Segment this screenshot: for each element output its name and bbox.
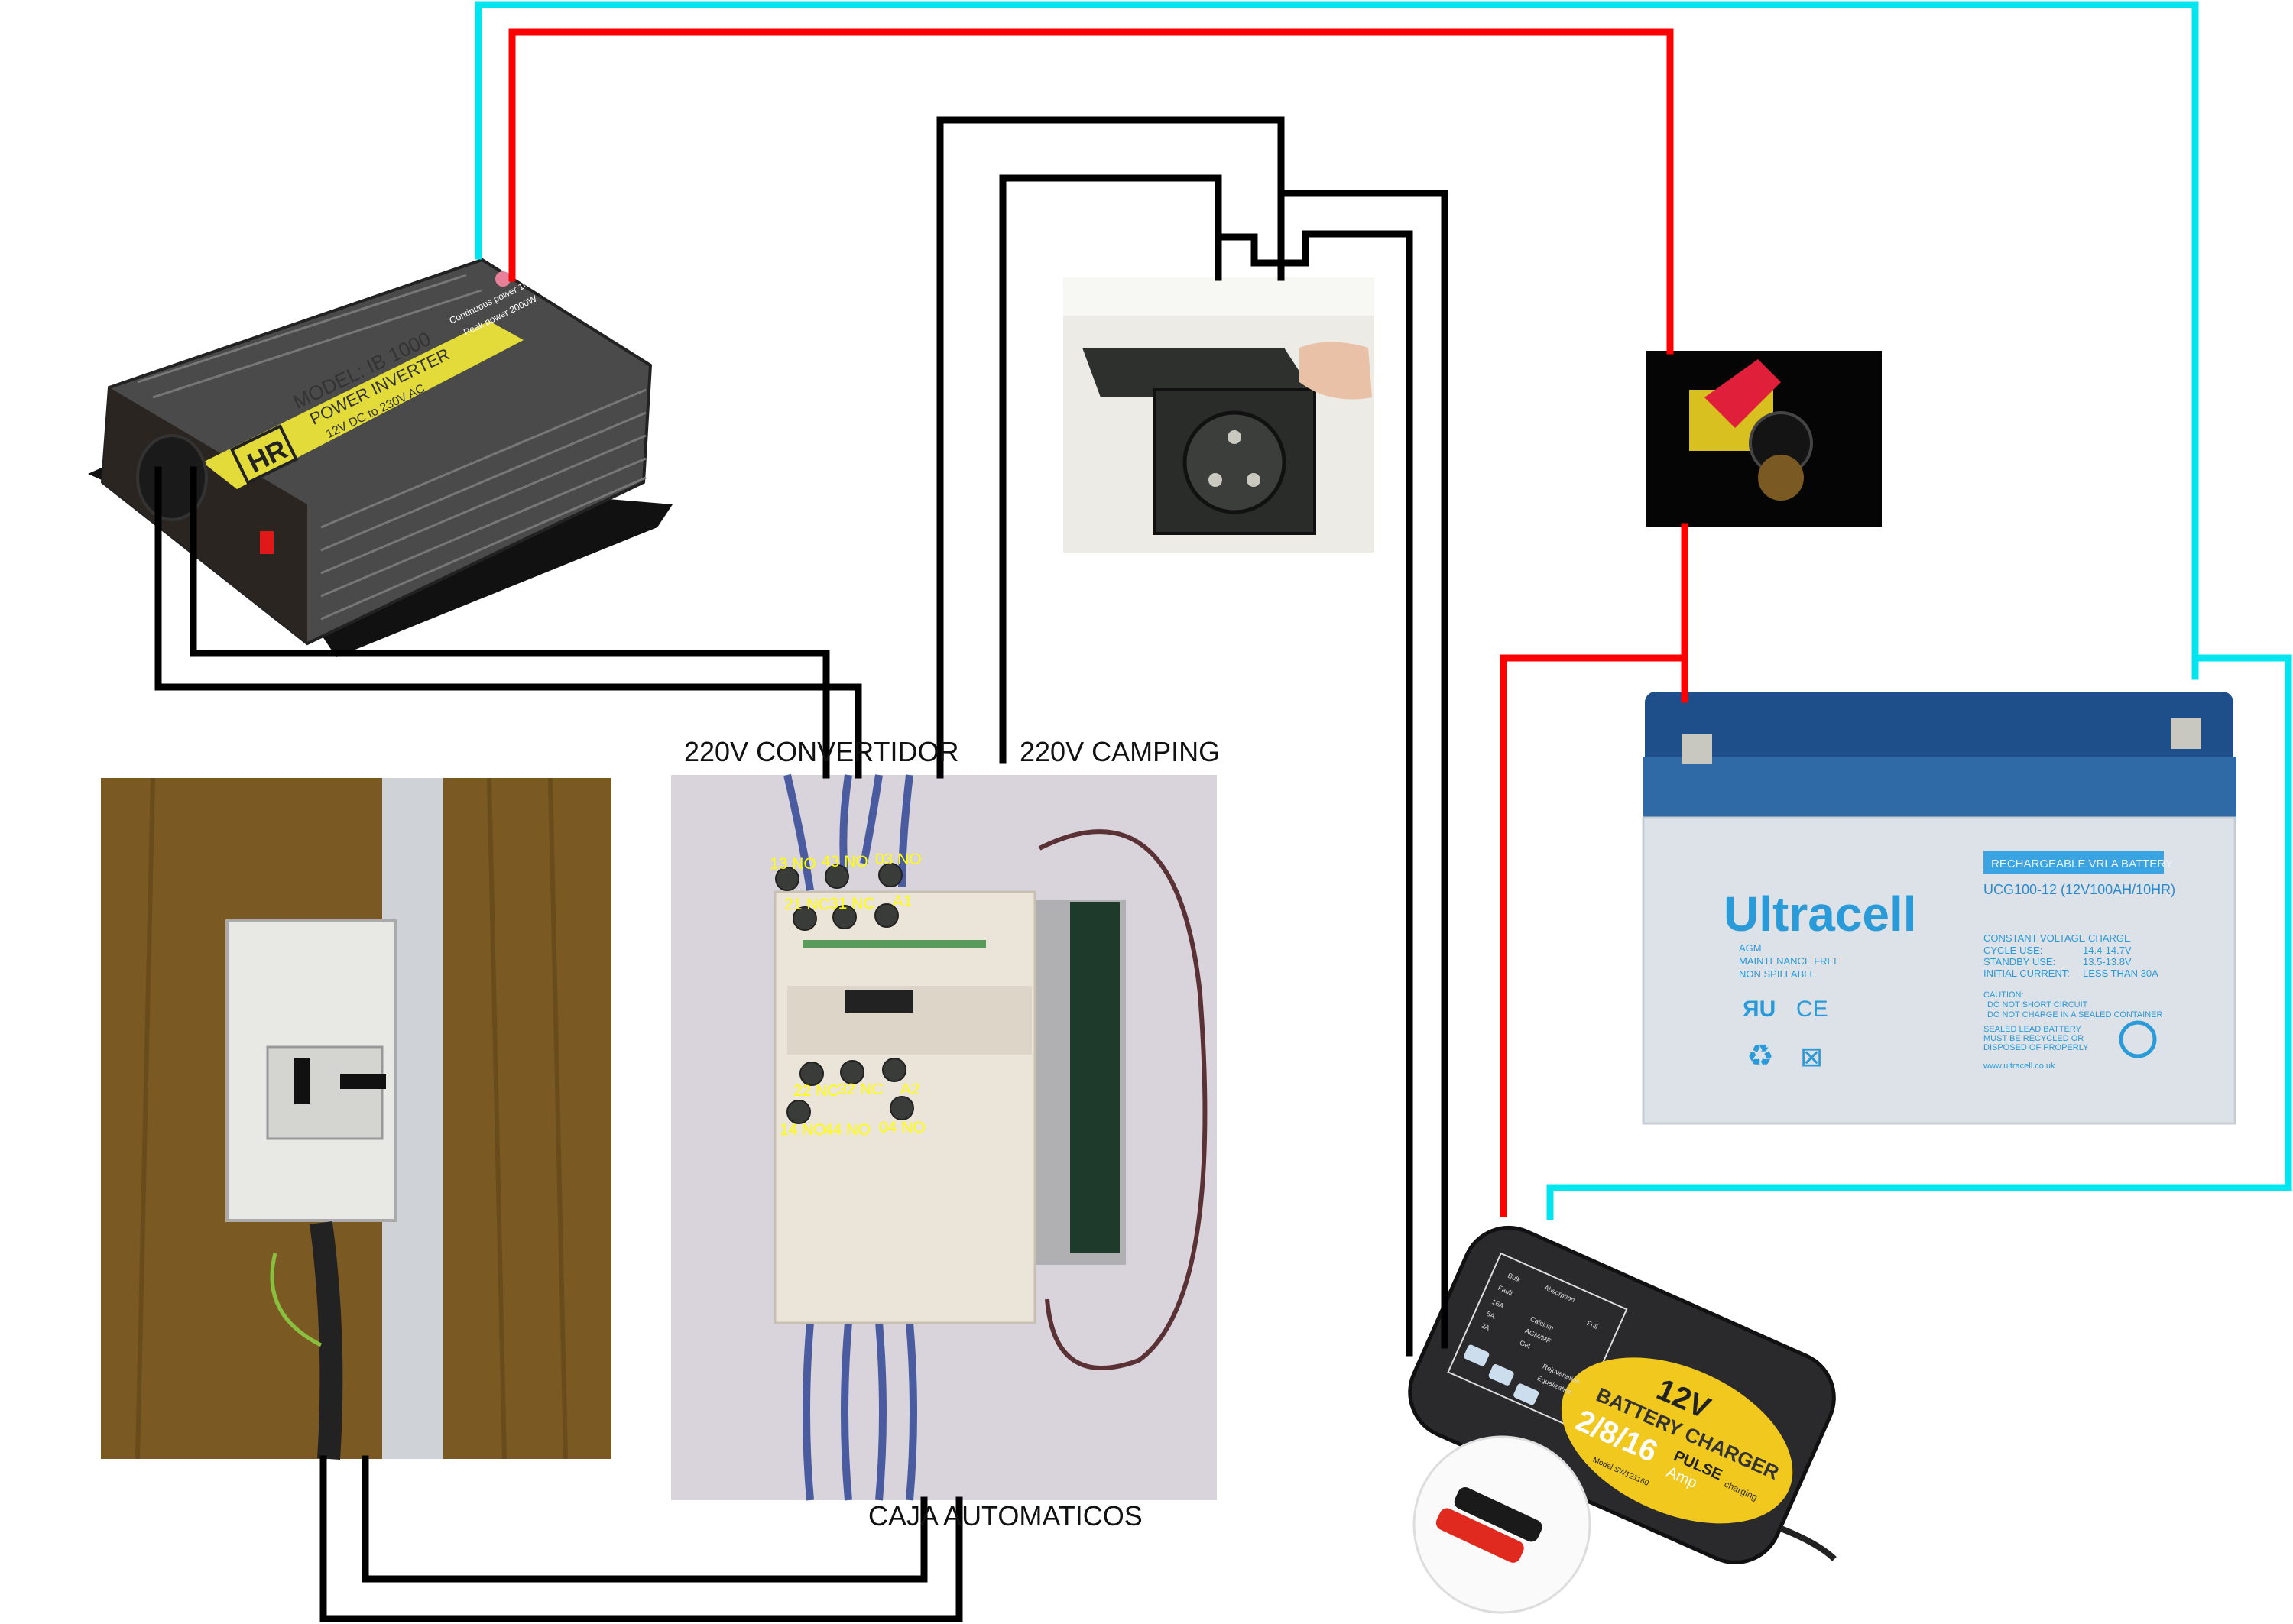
- charger-button: [1488, 1363, 1514, 1386]
- camping-ac-wire: [936, 116, 1285, 779]
- charger-mode: 2A: [1480, 1321, 1490, 1332]
- battery-spec-value: 14.4-14.7V: [2083, 945, 2132, 956]
- terminal-04-no: 04 NO: [879, 1119, 926, 1136]
- negative-wire-charger: [1546, 654, 2292, 1220]
- terminal-31-nc: 31 NC: [829, 895, 875, 912]
- battery-feature: NON SPILLABLE: [1739, 968, 1816, 980]
- battery-feature: MAINTENANCE FREE: [1739, 955, 1841, 967]
- hand: [1299, 342, 1372, 400]
- terminal-13-no: 13 NO: [770, 855, 816, 873]
- battery-charge-title: CONSTANT VOLTAGE CHARGE: [1983, 932, 2131, 944]
- green-dot-icon: [2119, 1020, 2157, 1058]
- negative-terminal-icon: [2171, 718, 2201, 749]
- battery-caution: CAUTION:: [1983, 990, 2024, 1000]
- contactor-photo: 13 NO 43 NO 03 NO 21 NC 31 NC A1 22 NC 3…: [671, 773, 1217, 1501]
- battery-disconnect-switch-photo: [1646, 351, 1882, 527]
- charger-mode: 8A: [1485, 1310, 1496, 1321]
- battery-recycle-line: DISPOSED OF PROPERLY: [1983, 1043, 2089, 1052]
- charger-button: [1513, 1383, 1539, 1405]
- battery-website: www.ultracell.co.uk: [1983, 1062, 2055, 1071]
- battery-feature: AGM: [1739, 942, 1762, 954]
- label-220v-convertidor: 220V CONVERTIDOR: [684, 736, 958, 767]
- battery-caution-line: DO NOT SHORT CIRCUIT: [1987, 1000, 2088, 1010]
- battery-recycle-line: SEALED LEAD BATTERY: [1983, 1025, 2082, 1034]
- breaker-ac-wire: [362, 1455, 928, 1583]
- battery-recycle-line: MUST BE RECYCLED OR: [1983, 1034, 2084, 1043]
- battery-spec-value: LESS THAN 30A: [2083, 968, 2158, 979]
- label-220v-camping: 220V CAMPING: [1020, 736, 1220, 767]
- terminal-03-no: 03 NO: [875, 851, 922, 868]
- ce-mark-icon: CE: [1796, 997, 1828, 1022]
- terminal-14-no: 14 NO: [780, 1121, 826, 1139]
- negative-wire: [475, 1, 2199, 680]
- battery-banner: RECHARGEABLE VRLA BATTERY: [1991, 857, 2173, 870]
- positive-terminal-icon: [1682, 734, 1712, 764]
- terminal-21-nc: 21 NC: [784, 896, 830, 913]
- ul-mark-icon: ЯU: [1743, 997, 1776, 1022]
- battery-brand: Ultracell: [1724, 887, 1917, 942]
- breaker-box-photo: [101, 777, 611, 1460]
- positive-wire: [508, 28, 1674, 355]
- terminal-22-nc: 22 NC: [793, 1082, 839, 1100]
- charger-ac-wire: [1221, 230, 1413, 1357]
- breaker-ac-wire: [319, 1455, 963, 1622]
- battery-spec-key: STANDBY USE:: [1983, 956, 2055, 968]
- recycle-icon: ♻: [1747, 1039, 1774, 1073]
- terminal-a1: A1: [893, 893, 913, 910]
- ultracell-battery: Ultracell RECHARGEABLE VRLA BATTERY UCG1…: [1642, 692, 2236, 1125]
- terminal-a2: A2: [900, 1081, 920, 1098]
- charger-button: [1464, 1344, 1490, 1366]
- label-caja-automaticos: CAJA AUTOMATICOS: [868, 1500, 1143, 1532]
- terminal-32-nc: 32 NC: [838, 1081, 884, 1098]
- battery-spec-key: INITIAL CURRENT:: [1983, 968, 2070, 979]
- charger-ac-wire: [1277, 190, 1448, 1349]
- battery-model: UCG100-12 (12V100AH/10HR): [1983, 882, 2175, 897]
- inverter-ac-wire: [190, 466, 830, 779]
- positive-wire-charger: [1500, 654, 1688, 1217]
- wires: [154, 1, 2292, 1622]
- no-bin-icon: ⊠: [1800, 1041, 1823, 1072]
- power-switch-icon: [260, 531, 274, 554]
- camping-ac-wire: [999, 174, 1222, 764]
- battery-caution-line: DO NOT CHARGE IN A SEALED CONTAINER: [1987, 1010, 2162, 1019]
- inverter-ac-wire: [154, 466, 862, 779]
- terminal-43-no: 43 NO: [822, 853, 868, 870]
- terminal-44-no: 44 NO: [824, 1121, 871, 1139]
- camping-inlet-photo: [1063, 277, 1374, 553]
- battery-spec-value: 13.5-13.8V: [2083, 956, 2132, 968]
- power-inverter: HR MODEL: IB 1000 POWER INVERTER 12V DC …: [88, 258, 673, 657]
- battery-charger: 12V BATTERY CHARGER 2/8/16 PULSE Amp cha…: [1408, 1225, 1837, 1614]
- battery-spec-key: CYCLE USE:: [1983, 945, 2042, 956]
